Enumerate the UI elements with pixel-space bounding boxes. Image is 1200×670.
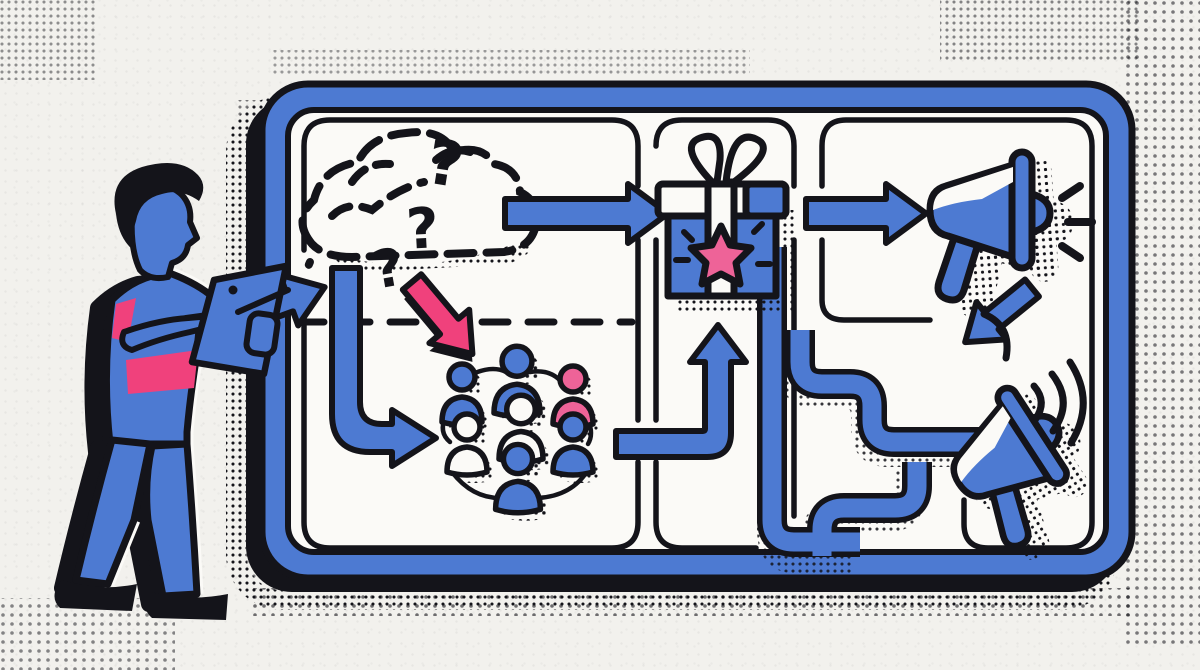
flow-arrows [329, 181, 929, 469]
shirt-accent-pink [126, 350, 198, 394]
gift-bow [722, 133, 767, 186]
tablet-edge-line [235, 287, 291, 315]
sound-waves [1030, 358, 1087, 447]
shoe [54, 580, 137, 611]
question-mark: ? [405, 196, 441, 263]
cloud-squiggle [328, 178, 428, 220]
sound-dashes [1058, 182, 1096, 262]
idea-cloud-icon: ? ? ? [296, 125, 541, 302]
cloud-squiggle [432, 146, 474, 164]
tablet-camera-dot [228, 285, 238, 295]
cloud-squiggle [348, 159, 394, 186]
arrow-cloud-community [329, 265, 439, 469]
holding-hand [243, 310, 281, 358]
arrow-megaphone-channels [962, 276, 1042, 362]
maze-pipes [757, 247, 1000, 573]
megaphone-bottom-icon [929, 358, 1119, 565]
lane-launch [819, 117, 1095, 551]
tablet [188, 262, 291, 378]
presenter-figure [54, 162, 328, 620]
megaphone-top-icon [930, 152, 1096, 316]
lane-ideas [301, 117, 641, 551]
cloud-tail-dashes [296, 258, 314, 300]
arrow-pink-community [399, 271, 476, 362]
swoosh-arc [980, 310, 1011, 362]
cloud-outline [298, 128, 541, 262]
gift-icon [654, 132, 796, 314]
gift-star [687, 222, 755, 288]
arrow-cloud-gift [502, 181, 671, 246]
cloud-halftone-shadow [330, 238, 533, 272]
gift-bow [687, 132, 724, 186]
leg [143, 440, 201, 600]
shoe [145, 592, 228, 620]
arrow-community-gift [613, 322, 749, 460]
gift-sparkles [673, 221, 773, 267]
arrow-gift-megaphone [803, 181, 929, 246]
gift-lid-accent [742, 180, 790, 220]
hair [114, 162, 204, 253]
leg [72, 436, 154, 588]
community-network-icon [442, 346, 600, 521]
